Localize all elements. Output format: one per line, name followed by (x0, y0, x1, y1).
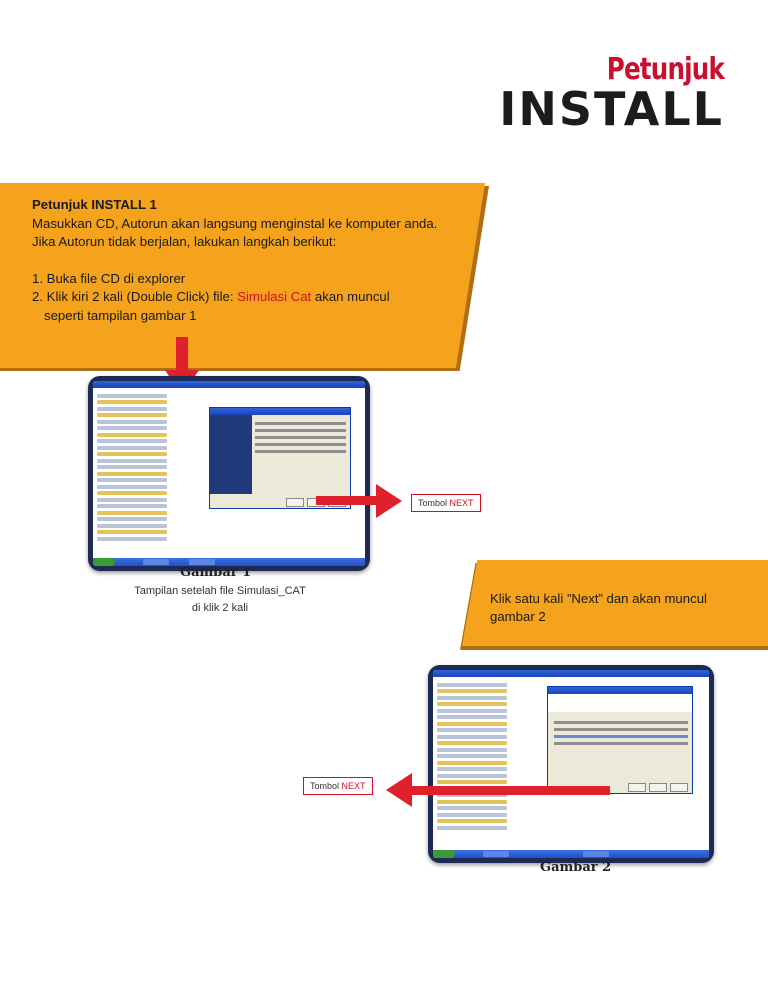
screenshot-gambar-1 (88, 376, 370, 571)
step-2-post: akan muncul (311, 289, 390, 304)
figure-2-title: Gambar 2 (540, 860, 612, 875)
step-2: 2. Klik kiri 2 kali (Double Click) file:… (32, 288, 472, 307)
next-label-highlight: NEXT (449, 498, 474, 508)
instruction-text-2: Klik satu kali ”Next” dan akan muncul ga… (490, 590, 740, 626)
screenshot-gambar-2 (428, 665, 714, 863)
arrow-left-icon (386, 773, 412, 807)
section-heading: Petunjuk INSTALL 1 (32, 197, 157, 212)
wizard-text (254, 418, 346, 457)
next-label-prefix: Tombol (310, 781, 342, 791)
taskbar (93, 558, 365, 566)
setup-destination-dialog (547, 686, 693, 794)
next-label-highlight: NEXT (341, 781, 366, 791)
arrow-down-shaft (176, 337, 188, 377)
file-name-highlight: Simulasi Cat (237, 289, 312, 304)
title-petunjuk: Petunjuk (606, 52, 725, 87)
dialog-header (548, 694, 692, 712)
explorer-folder-tree (97, 391, 167, 543)
caption-line-1: Tampilan setelah file Simulasi_CAT (134, 585, 306, 597)
next-label-1: Tombol NEXT (411, 494, 481, 512)
figure-1-caption: Tampilan setelah file Simulasi_CAT di kl… (120, 583, 320, 617)
instruction-banner-2 (462, 560, 768, 646)
caption-line-2: di klik 2 kali (191, 602, 249, 614)
figure-1-title: Gambar 1 (180, 565, 252, 580)
taskbar (433, 850, 709, 858)
explorer-titlebar (93, 381, 365, 388)
instruction-2-line-1: Klik satu kali ”Next” dan akan muncul (490, 591, 707, 606)
step-1: 1. Buka file CD di explorer (32, 270, 186, 286)
explorer-folder-tree (437, 680, 507, 832)
start-button (93, 558, 115, 566)
destination-text (554, 717, 688, 749)
step-2-continuation: seperti tampilan gambar 1 (44, 307, 197, 323)
dialog-titlebar (548, 687, 692, 694)
explorer-titlebar (433, 670, 709, 677)
instruction-banner-1 (0, 183, 485, 368)
taskbar-item (483, 851, 509, 857)
dialog-buttons (628, 783, 688, 792)
instruction-text-1: Petunjuk INSTALL 1 Masukkan CD, Autorun … (32, 196, 472, 325)
wizard-banner-image (210, 415, 252, 494)
arrow-right-icon (376, 484, 402, 518)
next-label-prefix: Tombol (418, 498, 450, 508)
start-button (433, 850, 455, 858)
instruction-2-line-2: gambar 2 (490, 609, 546, 624)
next-label-2: Tombol NEXT (303, 777, 373, 795)
title-install: INSTALL (499, 82, 724, 136)
taskbar-item (143, 559, 169, 565)
taskbar-item (189, 559, 215, 565)
taskbar-item (583, 851, 609, 857)
instruction-line-1: Masukkan CD, Autorun akan langsung mengi… (32, 215, 438, 231)
screen-2 (433, 670, 709, 858)
arrow-right-shaft (316, 496, 380, 505)
screen-1 (93, 381, 365, 566)
arrow-left-shaft (410, 786, 610, 795)
setup-wizard-dialog (209, 407, 351, 509)
dialog-titlebar (210, 408, 350, 415)
instruction-line-2: Jika Autorun tidak berjalan, lakukan lan… (32, 234, 337, 249)
step-2-pre: 2. Klik kiri 2 kali (Double Click) file: (32, 289, 238, 304)
